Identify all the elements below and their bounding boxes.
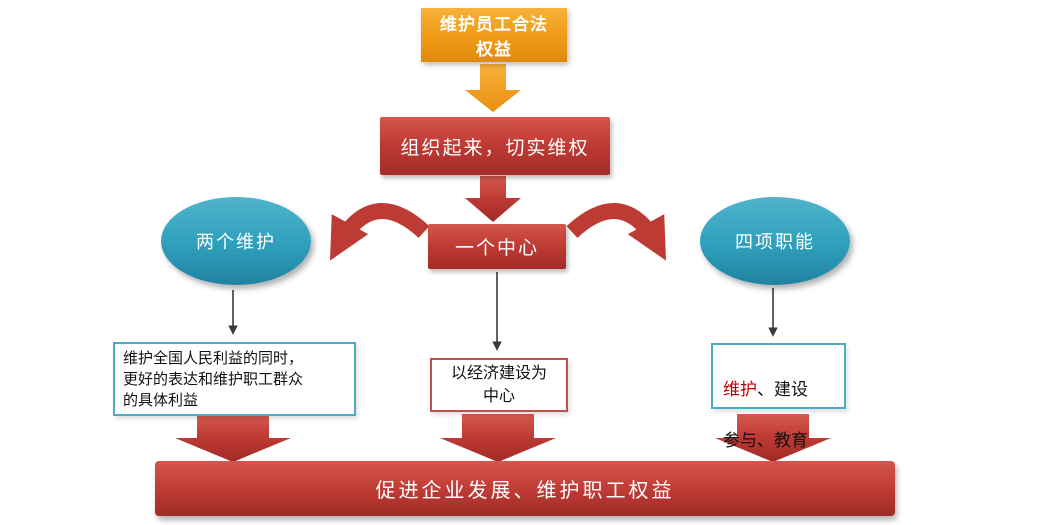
block-arrow-left-icon [175,414,291,462]
node-bottom-goal: 促进企业发展、维护职工权益 [155,461,895,516]
right-detail-line2: 参与、教育 [723,430,808,450]
down-arrow-orange-icon [465,64,521,112]
block-arrow-right-icon [715,414,831,462]
node-two-protections-ellipse: 两个维护 [161,197,311,285]
right-detail-line1-rest: 、建设 [757,379,808,399]
node-one-center: 一个中心 [428,224,566,269]
node-right-detail: 维护、建设 参与、教育 [711,343,846,450]
down-arrow-red-icon [465,176,521,222]
node-four-functions-ellipse: 四项职能 [700,197,850,285]
node-left-detail: 维护全国人民利益的同时， 更好的表达和维护职工群众 的具体利益 [113,342,356,416]
right-detail-line1: 维护、建设 [723,377,834,403]
node-protect-rights: 维护员工合法 权益 [421,8,567,62]
curved-arrow-left-icon [329,203,430,261]
block-arrow-center-icon [440,414,556,462]
node-organize: 组织起来，切实维权 [380,117,610,175]
curved-arrow-right-icon [566,203,667,261]
node-center-detail: 以经济建设为 中心 [430,358,568,412]
right-detail-highlight: 维护 [723,379,757,399]
